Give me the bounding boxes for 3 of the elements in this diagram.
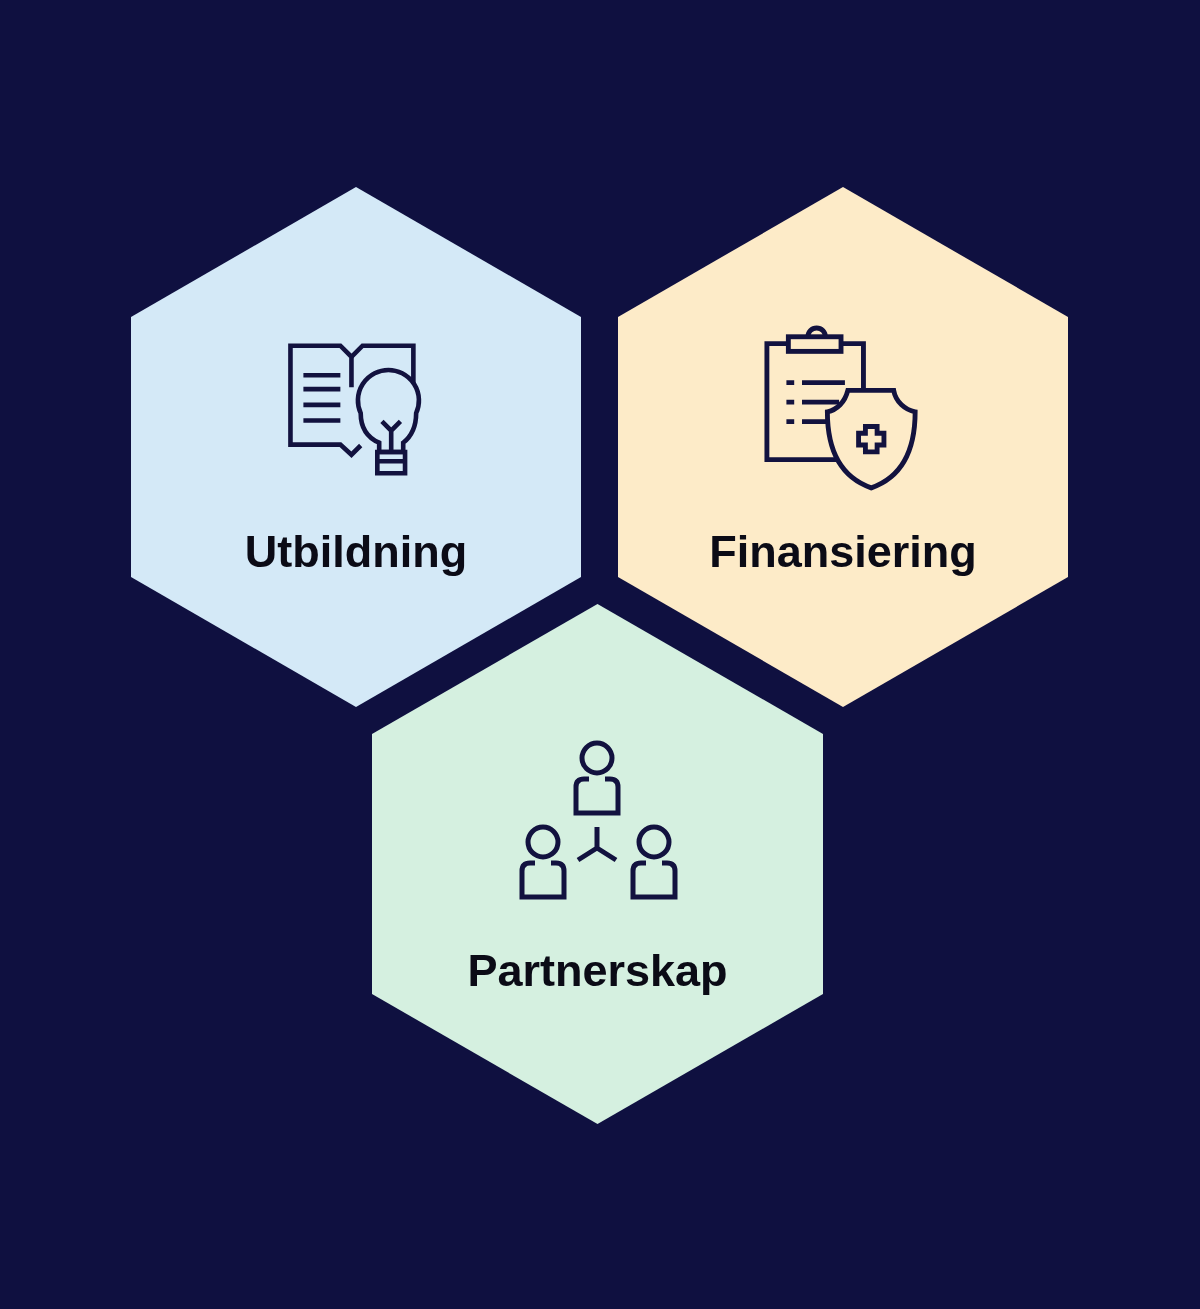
tile-label: Utbildning: [244, 526, 468, 578]
tile-label: Finansiering: [709, 526, 977, 578]
tile-label: Partnerskap: [467, 945, 728, 997]
